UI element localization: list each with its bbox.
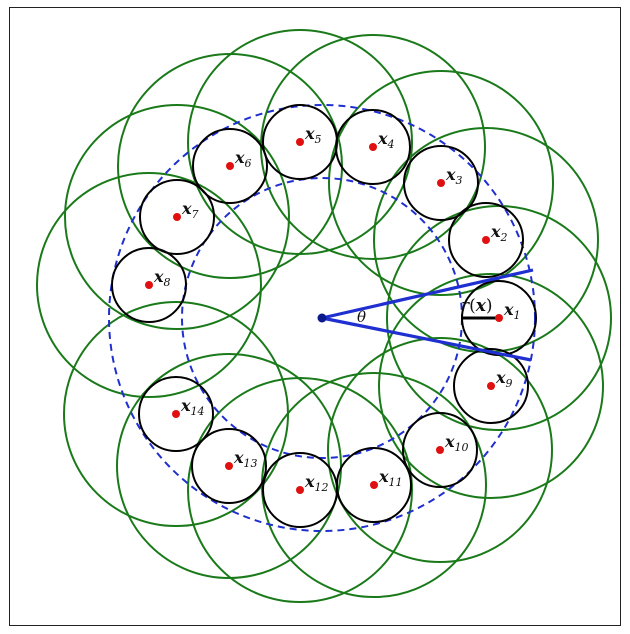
- large-circle: [36, 172, 262, 398]
- point-label: x9: [495, 368, 513, 390]
- points-group: x1 x2 x3 x4 x5 x6 x7 x8 x9 x10 x11 x12 x13 x14: [145, 124, 521, 494]
- diagram-frame: [9, 7, 621, 626]
- small-circle: [448, 202, 524, 278]
- point-marker: [296, 486, 304, 494]
- point-marker: [437, 179, 445, 187]
- point-label: x4: [377, 129, 395, 151]
- point-label: x10: [444, 432, 469, 454]
- small-circle: [138, 376, 214, 452]
- point-label: x7: [181, 199, 199, 221]
- small-circle: [262, 452, 338, 528]
- point-marker: [173, 213, 181, 221]
- small-circle: [453, 348, 529, 424]
- small-circle: [262, 104, 338, 180]
- point-label: x6: [234, 148, 252, 170]
- ray-lower: [321, 316, 532, 362]
- point-label: x8: [153, 267, 171, 289]
- large-circle: [64, 104, 290, 330]
- point-label: x13: [233, 448, 258, 470]
- large-circle: [187, 377, 413, 603]
- small-circle: [191, 428, 267, 504]
- point-marker: [495, 314, 503, 322]
- small-circles-group: [111, 104, 537, 528]
- point-label: x2: [490, 222, 508, 244]
- point-marker: [172, 410, 180, 418]
- large-circle: [328, 70, 554, 296]
- point-marker: [369, 143, 377, 151]
- point-marker: [487, 382, 495, 390]
- point-label: x1: [503, 300, 521, 322]
- small-circle: [139, 179, 215, 255]
- small-circle: [402, 412, 478, 488]
- theta-label: θ: [357, 308, 366, 326]
- point-marker: [296, 138, 304, 146]
- point-label: x5: [304, 124, 322, 146]
- large-circle: [378, 273, 604, 499]
- small-circle: [111, 247, 187, 323]
- ray-upper: [321, 268, 534, 320]
- point-marker: [482, 236, 490, 244]
- large-circle: [327, 337, 553, 563]
- point-label: x14: [180, 396, 205, 418]
- point-marker: [436, 446, 444, 454]
- radius-label-open: (: [469, 296, 476, 316]
- point-marker: [370, 481, 378, 489]
- small-circle: [192, 128, 268, 204]
- point-label: x12: [304, 472, 329, 494]
- point-marker: [226, 162, 234, 170]
- large-circle: [63, 301, 289, 527]
- point-marker: [145, 281, 153, 289]
- radius-label-r: r: [461, 296, 470, 316]
- radius-label: r(x): [461, 296, 493, 316]
- radius-label-x: x: [475, 296, 487, 316]
- radius-label-close: ): [486, 296, 493, 316]
- point-label: x11: [378, 467, 403, 489]
- large-circle: [116, 353, 342, 579]
- point-marker: [225, 462, 233, 470]
- small-circle: [403, 145, 479, 221]
- center-point: [317, 313, 327, 323]
- point-label: x3: [445, 165, 463, 187]
